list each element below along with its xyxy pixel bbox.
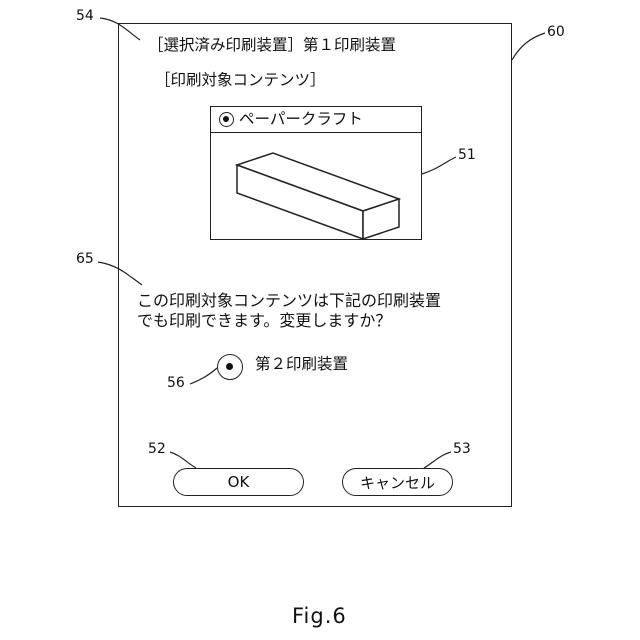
leader-56 [190, 368, 217, 384]
leader-60 [512, 33, 545, 60]
leader-53 [424, 452, 451, 468]
leader-54 [100, 18, 140, 40]
figure-caption: Fig.6 [292, 604, 347, 628]
leader-65 [98, 262, 142, 285]
leader-51 [422, 157, 456, 174]
leader-52 [170, 452, 196, 468]
